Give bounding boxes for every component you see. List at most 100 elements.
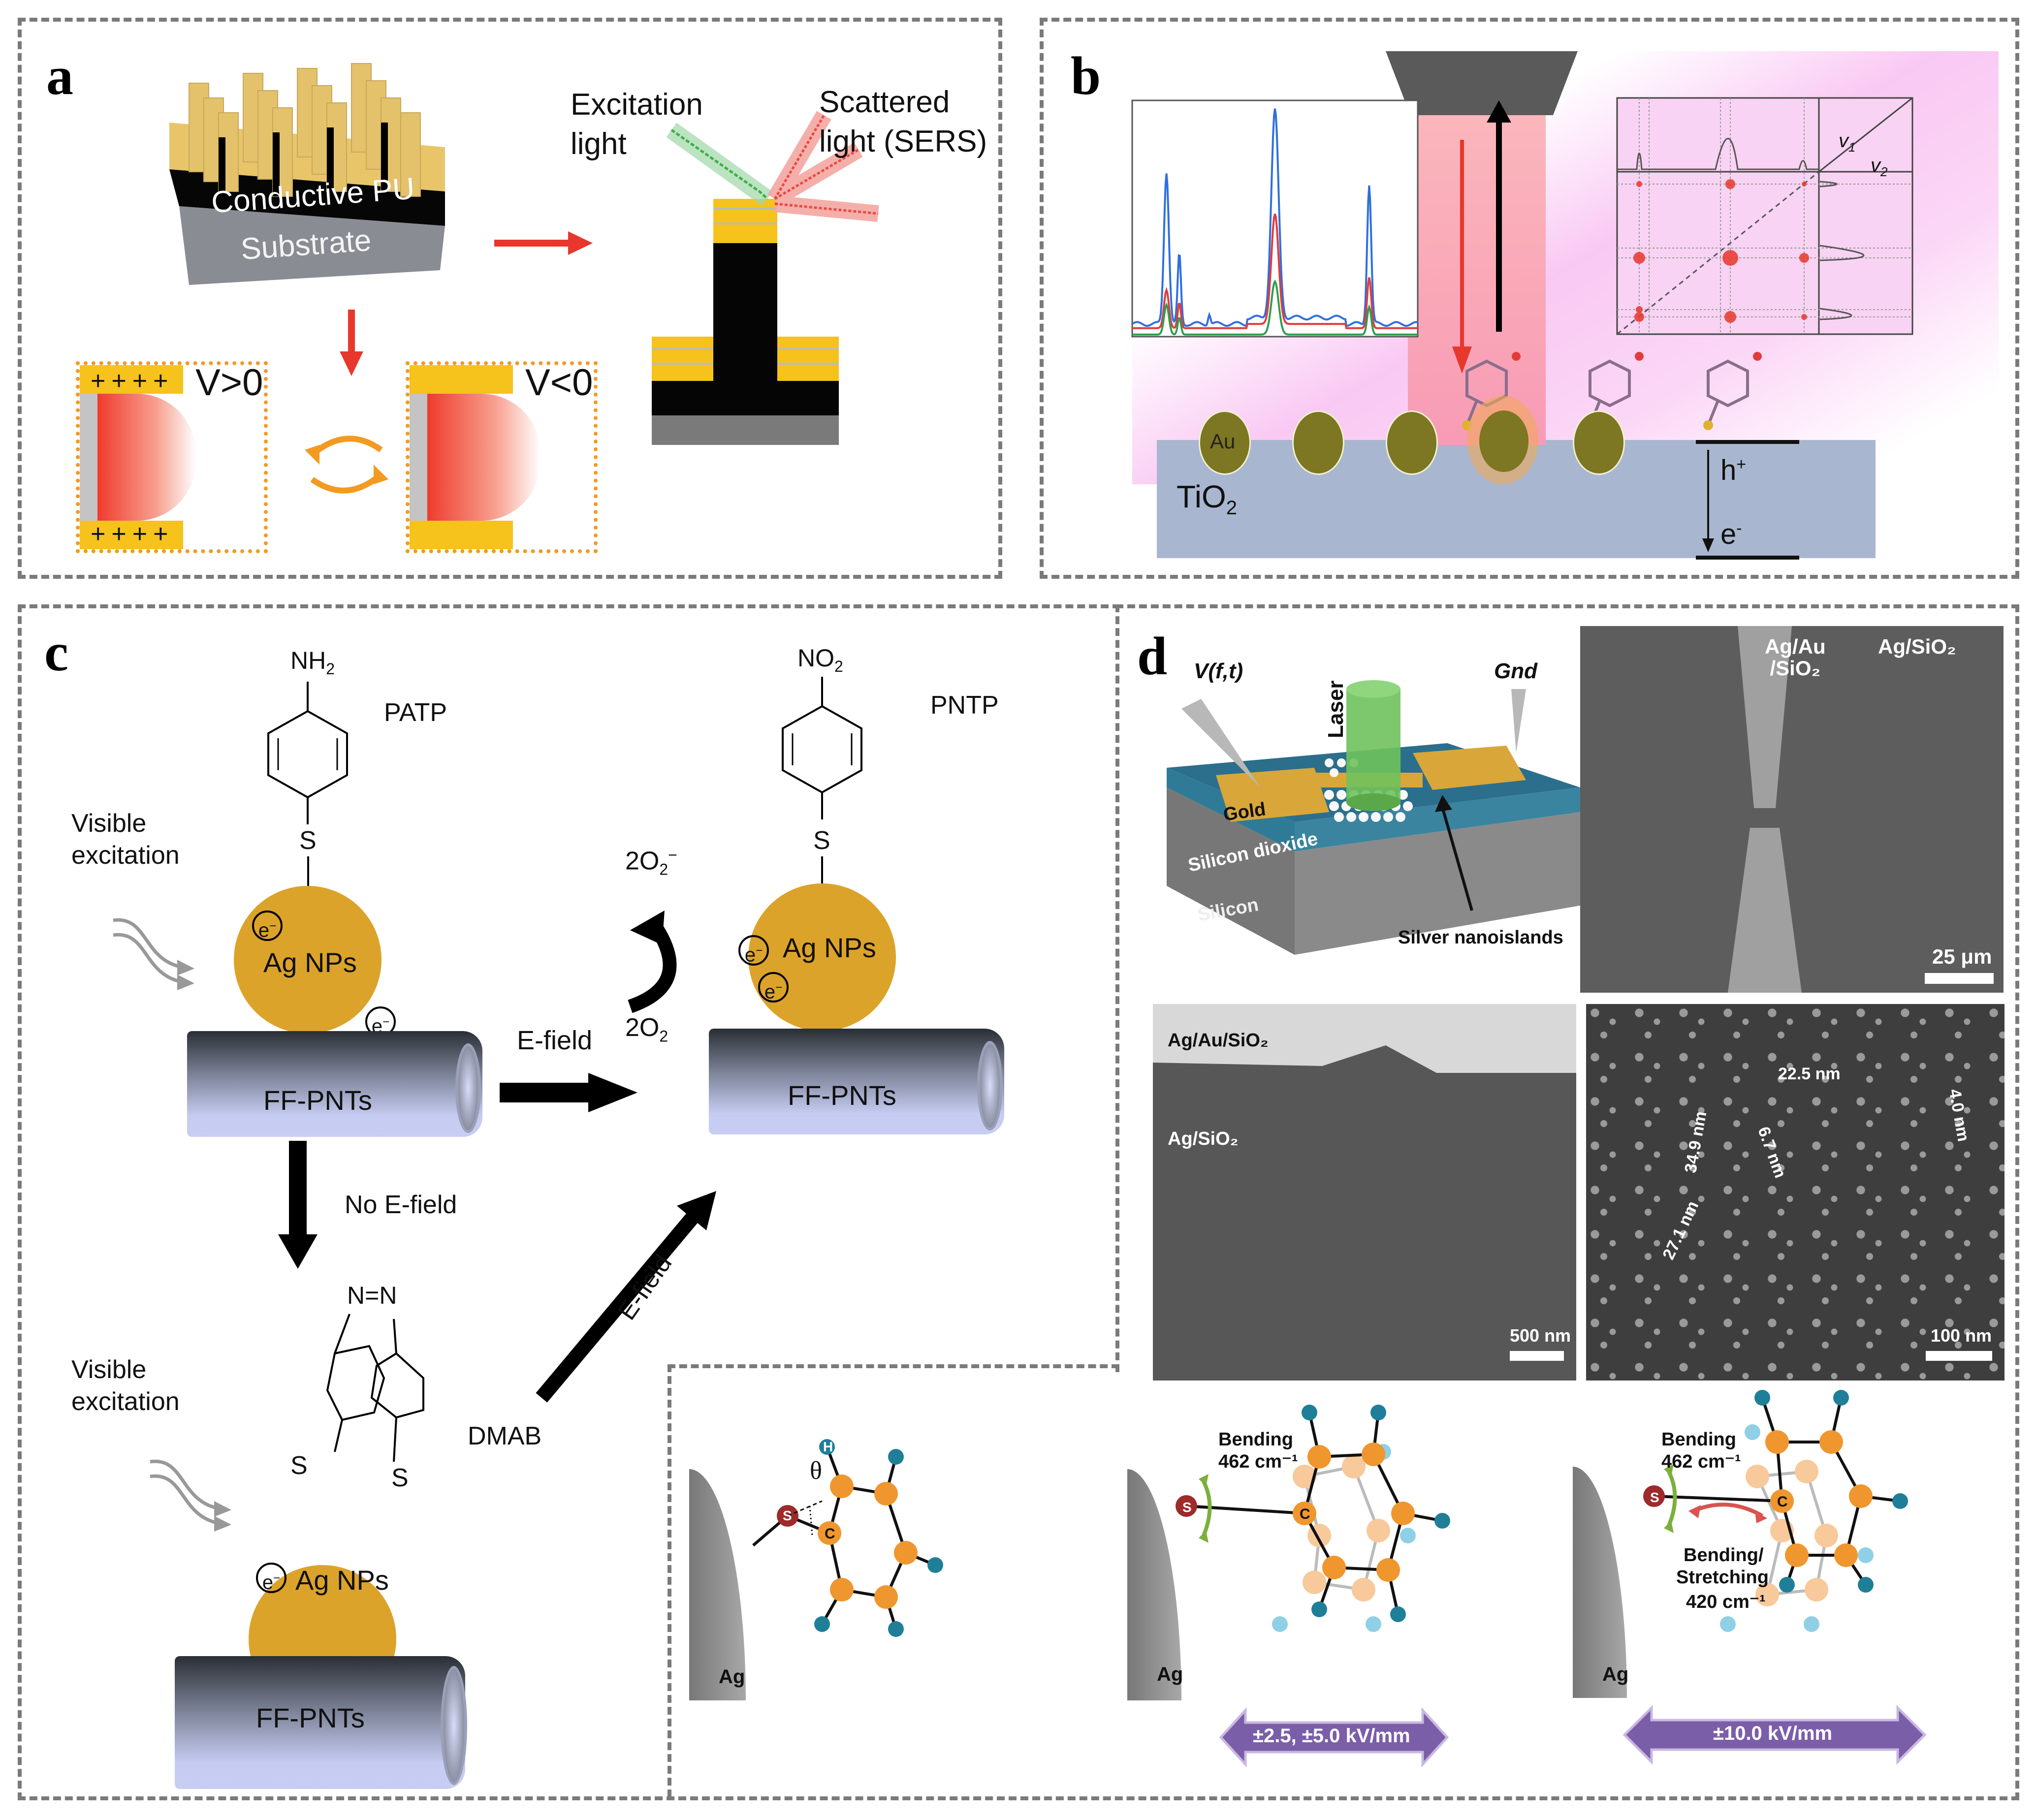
sem3-measure-22-5: 22.5 nm bbox=[1778, 1065, 1841, 1083]
sem1-scale-bar bbox=[1925, 973, 1994, 984]
sulfur-label: S bbox=[813, 826, 830, 855]
ag-label: Ag bbox=[719, 1666, 745, 1688]
electron-badge: e− bbox=[738, 935, 769, 966]
nh2-label: NH2 bbox=[290, 647, 335, 678]
red-arrow-down bbox=[340, 310, 363, 376]
oxygen-label: 2O2 bbox=[625, 1013, 668, 1045]
ff-pnts-label: FF-PNTs bbox=[256, 1702, 365, 1733]
au-nanoparticle bbox=[1479, 410, 1528, 472]
au-nanoparticle bbox=[1199, 410, 1251, 475]
o2-reduction-arrow bbox=[628, 910, 677, 1013]
no2-label: NO2 bbox=[797, 644, 843, 675]
thiophenol-molecule-low-field bbox=[1176, 1405, 1450, 1632]
charge-transfer-arrow bbox=[1702, 450, 1714, 552]
visible-excitation-label-2: excitation bbox=[71, 841, 180, 870]
device-schematic bbox=[1167, 680, 1580, 955]
ag-nps-label: Ag NPs bbox=[783, 932, 876, 963]
v-negative-label: V<0 bbox=[525, 362, 593, 404]
scattered-light-label-1: Scattered bbox=[819, 85, 950, 119]
sem3-measure-6-7: 6.7 nm bbox=[1754, 1124, 1790, 1181]
panel-c-border-mid bbox=[668, 1364, 1119, 1368]
excitation-light-label-2: light bbox=[571, 127, 627, 161]
panel-c-border-right bbox=[1115, 604, 1119, 1372]
excitation-light-label-1: Excitation bbox=[571, 88, 703, 122]
sem-image-electrode-gap: Ag/Au/SiO₂ Ag/SiO₂ 25 μm bbox=[1580, 626, 2004, 993]
no-e-field-label: No E-field bbox=[345, 1191, 457, 1219]
ff-pnt-tube bbox=[187, 1031, 482, 1137]
bending-stretching-label-1: Bending/ bbox=[1684, 1545, 1764, 1566]
superoxide-label: 2O2− bbox=[625, 846, 677, 879]
atom-label-s: S bbox=[1182, 1500, 1192, 1515]
electron-badge: e− bbox=[256, 1563, 286, 1593]
patp-label: PATP bbox=[384, 698, 447, 727]
sem1-label-agau: Ag/Au/SiO₂ bbox=[1765, 635, 1826, 680]
panel-d-label: d bbox=[1137, 626, 1168, 686]
thiophenol-molecule-rest bbox=[752, 1439, 943, 1637]
light-wave-icon bbox=[150, 1459, 231, 1532]
field-low-label: ±2.5, ±5.0 kV/mm bbox=[1253, 1725, 1410, 1747]
bending-stretching-frequency-label: 420 cm⁻¹ bbox=[1686, 1592, 1766, 1612]
sulfur-label: S bbox=[299, 826, 317, 855]
excitation-light-ray bbox=[666, 123, 773, 206]
ag-label: Ag bbox=[1157, 1663, 1183, 1685]
panel-d-border-lower-left bbox=[668, 1364, 671, 1797]
sem3-measure-34-9: 34.9 nm bbox=[1681, 1109, 1711, 1175]
visible-excitation-label-1: Visible bbox=[71, 809, 147, 838]
bending-stretching-label-2: Stretching bbox=[1676, 1567, 1769, 1588]
tube-opening bbox=[455, 1043, 481, 1133]
ff-pnt-tube bbox=[175, 1656, 465, 1789]
band-top bbox=[1696, 440, 1799, 444]
bending-label: Bending bbox=[1218, 1429, 1293, 1450]
sem3-scale-label: 100 nm bbox=[1931, 1325, 1992, 1346]
panel-b-label: b bbox=[1071, 46, 1101, 106]
thiophenol-molecule-high-field bbox=[1643, 1390, 1908, 1632]
electron-badge: e− bbox=[758, 972, 789, 1003]
sem-image-nanoislands: 22.5 nm 34.9 nm 6.7 nm 4.0 nm 27.1 nm 10… bbox=[1586, 1004, 2004, 1381]
bending-frequency-label: 462 cm⁻¹ bbox=[1661, 1451, 1741, 1472]
light-rays bbox=[666, 111, 879, 222]
patp-benzene-ring bbox=[267, 682, 348, 824]
v1-label: v1 bbox=[1839, 130, 1856, 155]
pillar-array-device bbox=[169, 63, 445, 285]
spectrum-line-blue bbox=[1131, 108, 1418, 327]
objective-lens bbox=[1386, 51, 1578, 115]
double-layer-positive: V>0 ++++ ++++ bbox=[76, 361, 268, 553]
ag-nanoparticle bbox=[234, 886, 382, 1034]
sem1-label-agsio2: Ag/SiO₂ bbox=[1878, 635, 1956, 658]
plus-charges-bottom: ++++ bbox=[91, 519, 174, 548]
sem-image-interface: Ag/Au/SiO₂ Ag/SiO₂ 500 nm bbox=[1153, 1004, 1576, 1381]
ff-pnts-label: FF-PNTs bbox=[263, 1085, 372, 1116]
beam-arrows bbox=[1452, 100, 1511, 374]
spectrum-line-red bbox=[1132, 214, 1418, 329]
tube-opening bbox=[441, 1666, 467, 1785]
atom-label-c: C bbox=[825, 1526, 835, 1542]
2d-correlation-map bbox=[1616, 97, 1913, 335]
dmab-label: DMAB bbox=[468, 1422, 542, 1450]
ground-label: Gnd bbox=[1494, 659, 1537, 683]
s-ag-bond bbox=[821, 856, 823, 883]
tube-opening bbox=[977, 1041, 1003, 1130]
sulfur-label: S bbox=[290, 1451, 308, 1480]
azo-n-label-1: N=N bbox=[347, 1282, 397, 1309]
e-field-arrow bbox=[500, 1073, 637, 1112]
plus-charges-top: ++++ bbox=[91, 367, 174, 395]
atom-label-c: C bbox=[1777, 1494, 1788, 1510]
voltage-source-label: V(f,t) bbox=[1194, 659, 1243, 683]
visible-excitation-label-1: Visible bbox=[71, 1355, 147, 1384]
field-arrow-low bbox=[1219, 1707, 1449, 1768]
laser-beam bbox=[1408, 91, 1546, 445]
scattered-light-rays bbox=[767, 111, 879, 222]
panel-a: a Conductive PU Substrate bbox=[18, 18, 1002, 579]
sers-spectrum-plot bbox=[1131, 99, 1419, 338]
spectrum-line-green bbox=[1132, 279, 1418, 336]
no-e-field-arrow bbox=[278, 1141, 318, 1269]
atom-label-s: S bbox=[1650, 1490, 1659, 1505]
hole-label: h+ bbox=[1720, 454, 1747, 486]
red-arrow-right bbox=[494, 231, 593, 255]
au-nanoparticle bbox=[1386, 410, 1438, 475]
sem1-scale-label: 25 μm bbox=[1932, 945, 1992, 968]
ag-nps-label: Ag NPs bbox=[295, 1565, 389, 1596]
silver-nanoislands-label: Silver nanoislands bbox=[1398, 927, 1563, 948]
sem3-measure-4-0: 4.0 nm bbox=[1945, 1087, 1973, 1143]
panel-b: b v bbox=[1040, 18, 2019, 579]
